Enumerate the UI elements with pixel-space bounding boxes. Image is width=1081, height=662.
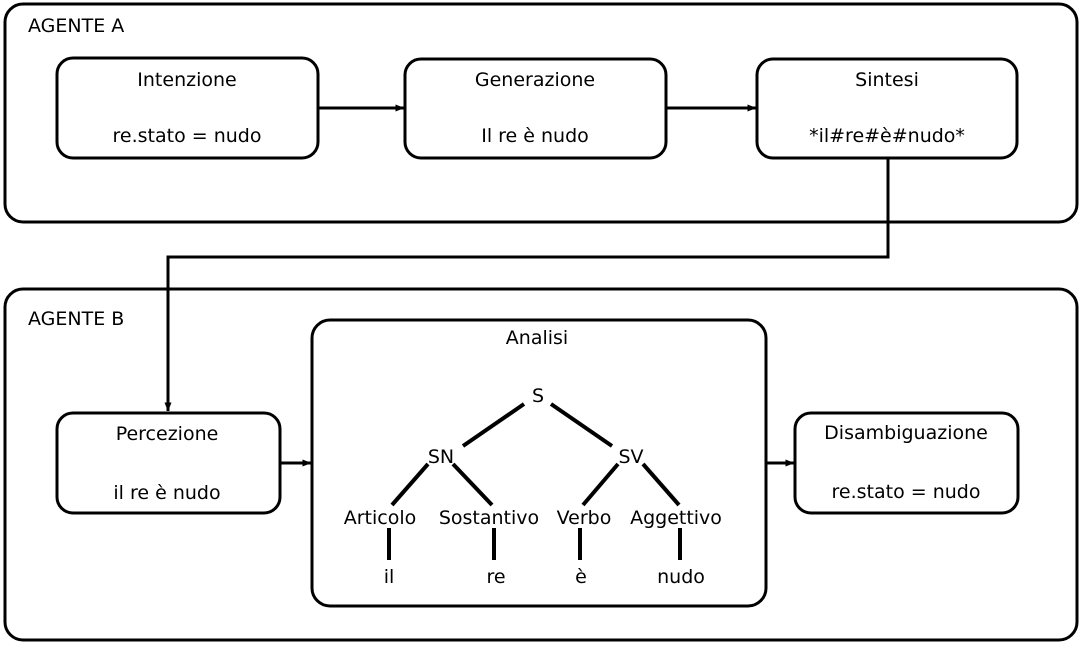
sintesi-title: Sintesi xyxy=(855,69,919,91)
agente-b-title: AGENTE B xyxy=(28,308,125,330)
disambiguazione-box[interactable] xyxy=(793,411,1020,515)
tree-node-s: S xyxy=(531,385,545,407)
intenzione-title: Intenzione xyxy=(137,69,237,91)
tree-leaf-il: il xyxy=(383,566,395,588)
tree-edge-s-sn xyxy=(461,402,526,448)
percezione-content: il re è nudo xyxy=(113,482,221,504)
tree-leaf-nudo: nudo xyxy=(657,566,705,588)
tree-node-articolo: Articolo xyxy=(343,507,417,529)
tree-node-sn: SN xyxy=(427,446,455,468)
tree-edge-sn-sostantivo xyxy=(451,462,494,507)
tree-edge-sv-aggettivo xyxy=(641,462,681,507)
generazione-content: Il re è nudo xyxy=(481,125,589,147)
disambiguazione-content: re.stato = nudo xyxy=(831,481,981,503)
tree-node-sv: SV xyxy=(618,446,644,468)
analisi-title: Analisi xyxy=(505,327,569,349)
sintesi-content: *il#re#è#nudo* xyxy=(809,125,965,147)
tree-node-verbo: Verbo xyxy=(556,507,612,529)
tree-edge-sv-verbo xyxy=(581,462,620,507)
tree-leaf-re: re xyxy=(486,566,506,588)
agente-a-container xyxy=(3,2,1079,224)
tree-leaf-e: è xyxy=(575,566,587,588)
tree-node-sostantivo: Sostantivo xyxy=(438,507,540,529)
tree-edge-sn-articolo xyxy=(390,462,430,507)
analisi-box[interactable] xyxy=(310,318,768,608)
agente-b-container xyxy=(3,287,1079,642)
arrow-sintesi-percezione xyxy=(164,158,890,412)
percezione-title: Percezione xyxy=(115,423,219,445)
disambiguazione-title: Disambiguazione xyxy=(824,422,988,444)
agente-a-title: AGENTE A xyxy=(28,15,125,37)
tree-edge-s-sv xyxy=(549,402,614,448)
generazione-title: Generazione xyxy=(474,69,596,91)
intenzione-content: re.stato = nudo xyxy=(112,125,262,147)
tree-node-aggettivo: Aggettivo xyxy=(630,507,722,529)
